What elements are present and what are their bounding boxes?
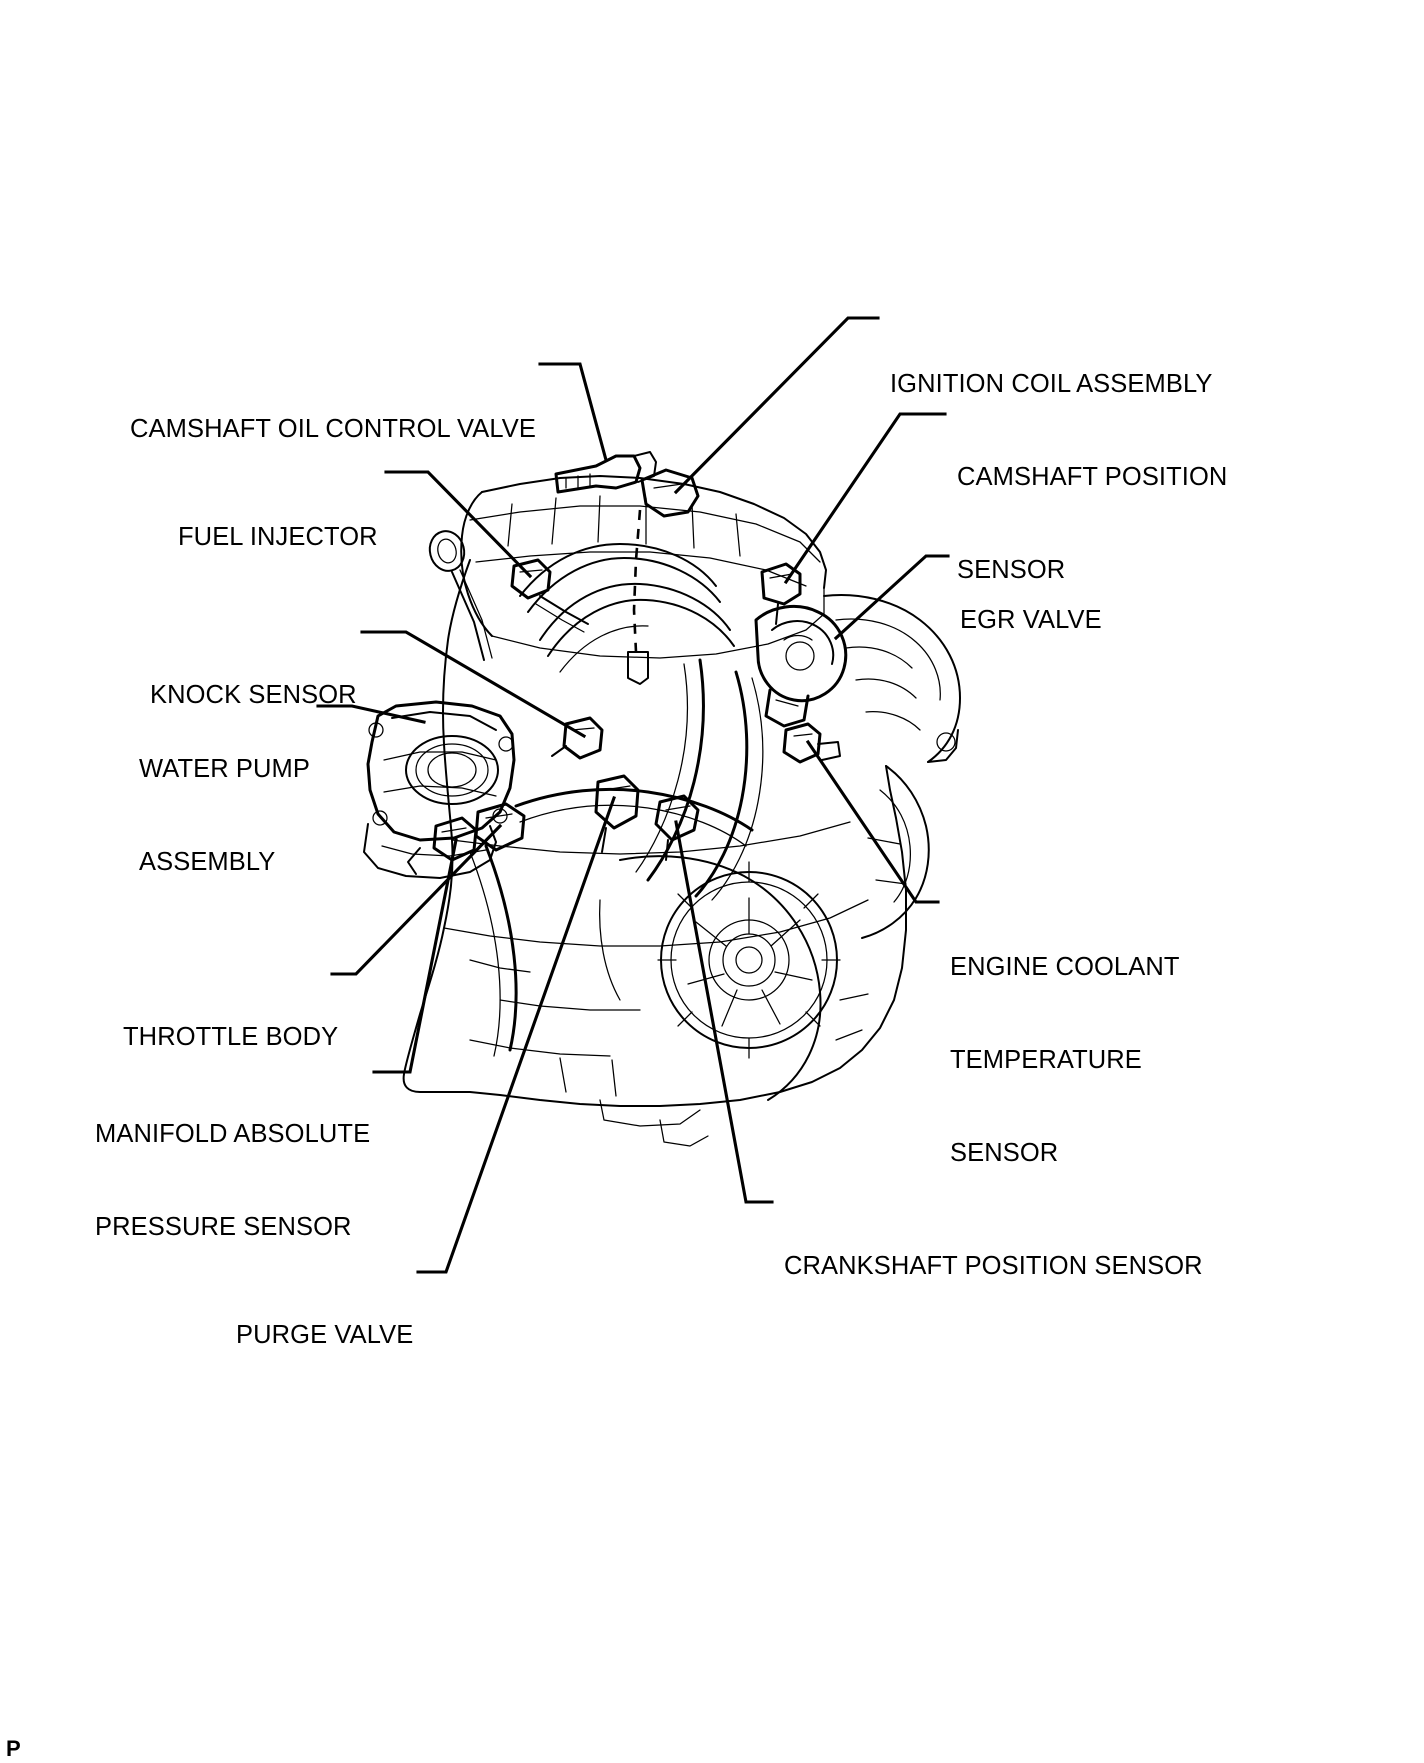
dipstick bbox=[428, 530, 493, 661]
callout-line: PRESSURE SENSOR bbox=[95, 1213, 352, 1241]
engine-coolant-temperature-sensor-part bbox=[782, 722, 841, 764]
callout-label-crankshaft-position-sensor: CRANKSHAFT POSITION SENSOR bbox=[784, 1189, 1203, 1344]
leader-water-pump-assembly bbox=[316, 704, 426, 724]
leader-camshaft-position-sensor bbox=[783, 412, 947, 585]
callout-label-ignition-coil-assembly: IGNITION COIL ASSEMBLY bbox=[890, 307, 1212, 462]
callout-line: ENGINE COOLANT bbox=[950, 953, 1180, 981]
callout-label-knock-sensor: KNOCK SENSOR bbox=[150, 618, 357, 773]
leader-manifold-absolute-pressure-sensor bbox=[372, 838, 458, 1074]
callout-line: KNOCK SENSOR bbox=[150, 681, 357, 709]
callout-line: WATER PUMP bbox=[139, 755, 310, 783]
callout-line: CRANKSHAFT POSITION SENSOR bbox=[784, 1252, 1203, 1280]
leader-purge-valve bbox=[416, 796, 616, 1274]
callout-label-camshaft-oil-control-valve: CAMSHAFT OIL CONTROL VALVE bbox=[130, 352, 536, 507]
manifold-absolute-pressure-sensor-part bbox=[407, 816, 478, 875]
callout-line: SENSOR bbox=[950, 1139, 1059, 1167]
callout-line: CAMSHAFT OIL CONTROL VALVE bbox=[130, 415, 536, 443]
callout-line: SENSOR bbox=[957, 556, 1066, 584]
water-pump-housing bbox=[363, 700, 516, 879]
callout-label-fuel-injector: FUEL INJECTOR bbox=[178, 460, 378, 615]
callout-label-engine-coolant-temperature-sensor: ENGINE COOLANT TEMPERATURE SENSOR bbox=[950, 890, 1180, 1231]
callout-line: MANIFOLD ABSOLUTE bbox=[95, 1120, 371, 1148]
callout-line: PURGE VALVE bbox=[236, 1321, 414, 1349]
throttle-body-part bbox=[474, 802, 526, 852]
crankshaft-position-sensor-part bbox=[654, 794, 700, 861]
callout-label-egr-valve: EGR VALVE bbox=[960, 543, 1102, 698]
callout-line: CAMSHAFT POSITION bbox=[957, 463, 1228, 491]
leader-camshaft-oil-control-valve bbox=[538, 362, 608, 462]
leader-ignition-coil-assembly bbox=[673, 316, 880, 495]
callout-line: EGR VALVE bbox=[960, 606, 1102, 634]
callout-label-throttle-body: THROTTLE BODY bbox=[123, 960, 338, 1115]
bellhousing-right bbox=[861, 765, 930, 939]
callout-label-manifold-absolute-pressure-sensor: MANIFOLD ABSOLUTE PRESSURE SENSOR bbox=[95, 1057, 370, 1305]
camshaft-position-sensor-part bbox=[760, 562, 802, 625]
ignition-coil-part bbox=[627, 468, 700, 685]
leader-lines bbox=[316, 316, 950, 1274]
leader-engine-coolant-temperature-sensor bbox=[805, 739, 940, 904]
fuel-injector-part bbox=[510, 558, 589, 633]
leader-fuel-injector bbox=[384, 470, 533, 579]
callout-line: FUEL INJECTOR bbox=[178, 523, 378, 551]
engine-front-cover bbox=[599, 855, 822, 1101]
callout-line: IGNITION COIL ASSEMBLY bbox=[890, 370, 1213, 398]
callout-label-water-pump-assembly: WATER PUMP ASSEMBLY bbox=[139, 692, 310, 940]
leader-throttle-body bbox=[330, 823, 503, 976]
crankshaft-pulley bbox=[657, 861, 841, 1059]
callout-line: THROTTLE BODY bbox=[123, 1023, 339, 1051]
callout-label-purge-valve: PURGE VALVE bbox=[236, 1258, 413, 1413]
block-details bbox=[469, 837, 907, 1147]
callout-label-camshaft-position-sensor: CAMSHAFT POSITION SENSOR bbox=[957, 400, 1227, 648]
engine-block-outline bbox=[402, 559, 907, 1107]
purge-valve-part bbox=[594, 774, 640, 853]
callout-line: ASSEMBLY bbox=[139, 848, 276, 876]
page-corner-mark: P bbox=[6, 1736, 21, 1761]
exhaust-manifold-right bbox=[823, 594, 961, 763]
callout-line: TEMPERATURE bbox=[950, 1046, 1142, 1074]
leader-egr-valve bbox=[833, 554, 950, 641]
leader-crankshaft-position-sensor bbox=[674, 820, 774, 1204]
egr-valve-part bbox=[754, 605, 848, 728]
leader-knock-sensor bbox=[360, 630, 587, 739]
knock-sensor-part bbox=[551, 716, 604, 760]
coolant-hoses bbox=[469, 658, 764, 1057]
